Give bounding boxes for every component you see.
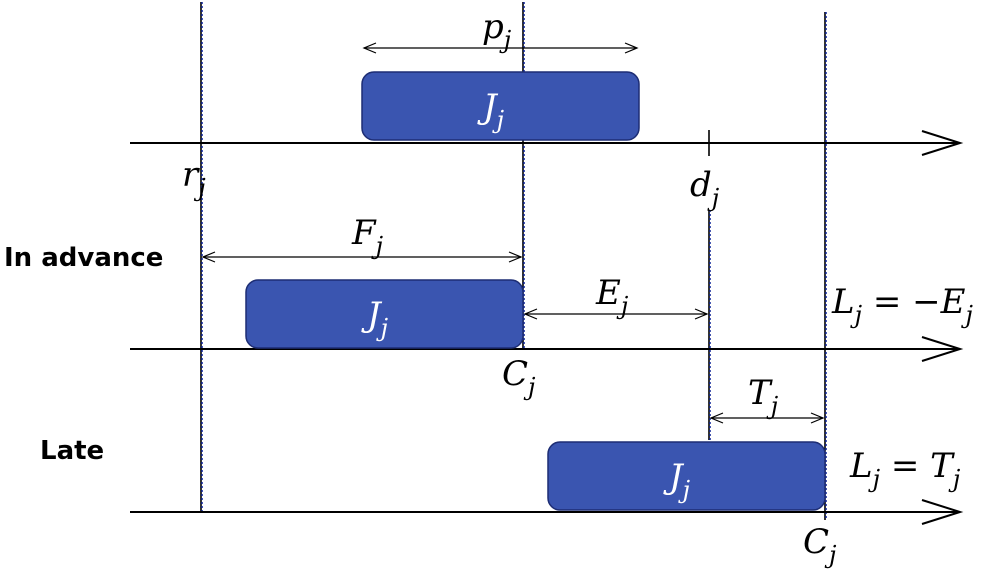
- processing-time-label: pj: [482, 7, 512, 54]
- processing-time-arrow: [362, 42, 639, 54]
- job-label-main: J: [361, 295, 383, 335]
- row-label-in-advance: In advance: [4, 243, 163, 273]
- time-axis-top: [130, 130, 964, 156]
- lateness-advance-equation: Lj = −Ej: [831, 282, 973, 329]
- row-label-late: Late: [40, 436, 104, 466]
- lateness-late-equation: Lj = Tj: [849, 446, 961, 493]
- job-label-main: J: [663, 457, 685, 497]
- earliness-arrow: [523, 308, 709, 320]
- time-axis-advance: [130, 336, 964, 362]
- flow-time-arrow: [201, 251, 523, 263]
- flow-time-label: Fj: [351, 213, 384, 260]
- completion-late-label: Cj: [803, 522, 837, 569]
- tardiness-label: Tj: [748, 373, 779, 420]
- time-axis-late: [130, 499, 964, 525]
- job-box-late: Jj: [547, 441, 826, 511]
- tardiness-arrow: [709, 412, 825, 424]
- completion-advance-label: Cj: [502, 354, 536, 401]
- due-date-label: dj: [690, 165, 720, 212]
- job-box-advance: Jj: [245, 279, 524, 349]
- job-label-main: J: [477, 87, 499, 127]
- job-box-top: Jj: [361, 71, 640, 141]
- earliness-label: Ej: [595, 273, 629, 320]
